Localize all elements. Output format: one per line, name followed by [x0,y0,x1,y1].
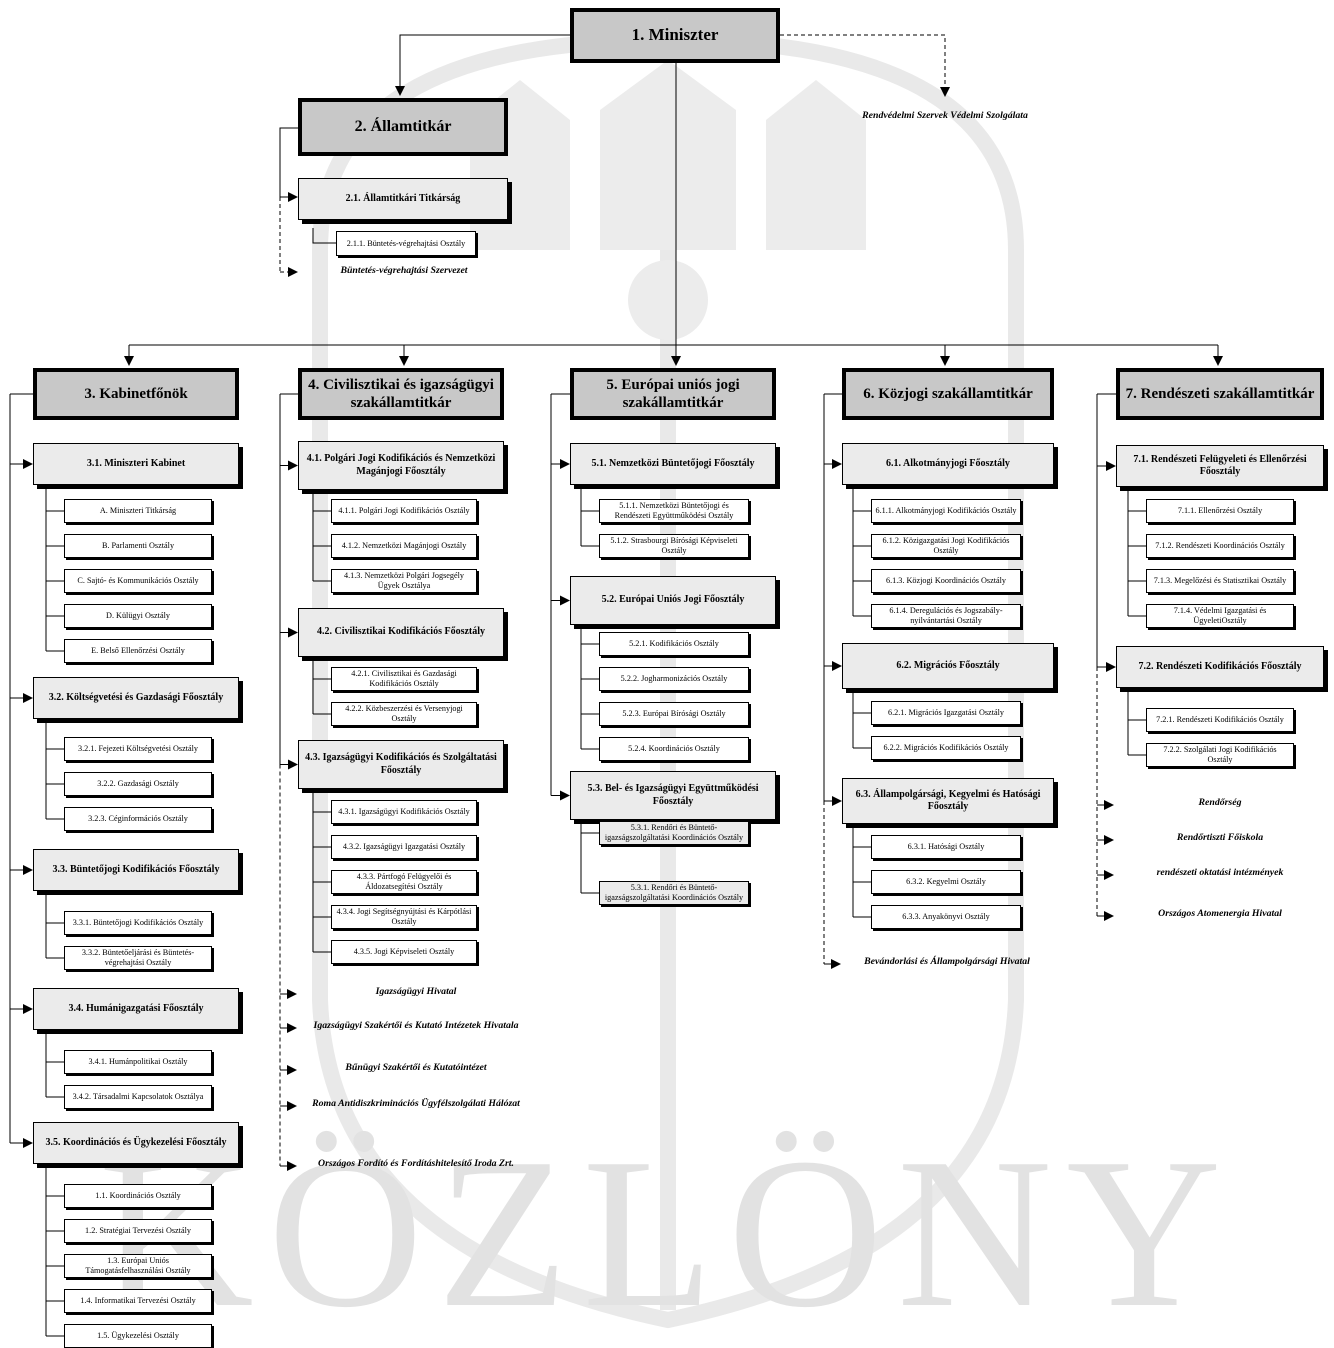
unit-box: 1.5. Ügykezelési Osztály [64,1324,212,1348]
unit-box: 1.2. Stratégiai Tervezési Osztály [64,1219,212,1243]
unit-box: 5.2.3. Európai Bírósági Osztály [599,702,749,726]
department-box: 4.1. Polgári Jogi Kodifikációs és Nemzet… [298,441,504,490]
department-box: 6.3. Állampolgársági, Kegyelmi és Hatósá… [842,778,1054,824]
unit-box: 5.2.1. Kodifikációs Osztály [599,632,749,656]
external-organisation-label: rendészeti oktatási intézmények [1156,867,1284,878]
secretariat-box: 2.1. Államtitkári Titkárság [298,178,508,220]
watermark-text: KÖZLÖNY [99,1113,1236,1345]
unit-box: 7.1.2. Rendészeti Koordinációs Osztály [1146,534,1294,558]
external-organisation-label: Országos Atomenergia Hivatal [1158,908,1282,919]
unit-box: 3.2.1. Fejezeti Költségvetési Osztály [64,737,212,761]
external-organisation-label: Igazságügyi Hivatal [375,986,457,997]
department-box: 5.3. Bel- és Igazságügyi Együttműködési … [570,771,776,820]
unit-box: C. Sajtó- és Kommunikációs Osztály [64,569,212,593]
secretariat-unit-box: 2.1.1. Büntetés-végrehajtási Osztály [336,231,476,256]
department-box: 3.3. Büntetőjogi Kodifikációs Főosztály [33,849,239,891]
external-organisation-label: Igazságügyi Szakértői és Kutató Intézete… [313,1020,519,1031]
minister-box: 1. Miniszter [570,8,780,63]
unit-box: 4.3.3. Pártfogó Felügyelői és Áldozatseg… [331,870,477,894]
unit-box: 4.3.5. Jogi Képviseleti Osztály [331,940,477,964]
column-head-7: 7. Rendészeti szakállamtitkár [1116,368,1324,420]
unit-box: 3.2.2. Gazdasági Osztály [64,772,212,796]
department-box: 5.1. Nemzetközi Büntetőjogi Főosztály [570,443,776,485]
department-box: 7.2. Rendészeti Kodifikációs Főosztály [1116,646,1324,688]
unit-box: 4.2.2. Közbeszerzési és Versenyjogi Oszt… [331,702,477,726]
unit-box: 1.1. Koordinációs Osztály [64,1184,212,1208]
department-box: 3.4. Humánigazgatási Főosztály [33,988,239,1030]
department-box: 4.3. Igazságügyi Kodifikációs és Szolgál… [298,740,504,789]
state-secretary-box: 2. Államtitkár [298,98,508,156]
department-box: 3.5. Koordinációs és Ügykezelési Főosztá… [33,1122,239,1164]
protection-service-label: Rendvédelmi Szervek Védelmi Szolgálata [862,110,1028,121]
unit-box: 5.2.4. Koordinációs Osztály [599,737,749,761]
unit-box: A. Miniszteri Titkárság [64,499,212,523]
unit-box: 4.2.1. Civilisztikai és Gazdasági Kodifi… [331,667,477,691]
unit-box: 5.2.2. Jogharmonizációs Osztály [599,667,749,691]
unit-box: 4.1.1. Polgári Jogi Kodifikációs Osztály [331,499,477,523]
unit-box: 4.3.1. Igazságügyi Kodifikációs Osztály [331,800,477,824]
unit-box: 6.3.2. Kegyelmi Osztály [871,870,1021,894]
unit-box: 1.3. Európai Uniós Támogatásfelhasználás… [64,1254,212,1278]
column-head-5: 5. Európai uniós jogi szakállamtitkár [570,368,776,420]
unit-box: 6.1.1. Alkotmányjogi Kodifikációs Osztál… [871,499,1021,523]
column-head-6: 6. Közjogi szakállamtitkár [842,368,1054,420]
unit-box: 3.3.1. Büntetőjogi Kodifikációs Osztály [64,911,212,935]
unit-box: 5.3.1. Rendőri és Büntető-igazságszolgál… [599,881,749,905]
unit-box: 6.3.1. Hatósági Osztály [871,835,1021,859]
column-head-3: 3. Kabinetfőnök [33,368,239,420]
unit-box: 4.1.2. Nemzetközi Magánjogi Osztály [331,534,477,558]
unit-box: 6.2.1. Migrációs Igazgatási Osztály [871,701,1021,725]
unit-box: 6.1.2. Közigazgatási Jogi Kodifikációs O… [871,534,1021,558]
external-organisation-label: Országos Fordító és Fordításhitelesítő I… [318,1158,514,1169]
unit-box: 6.1.4. Deregulációs és Jogszabály-nyilvá… [871,604,1021,628]
unit-box: 4.1.3. Nemzetközi Polgári Jogsegély Ügye… [331,569,477,593]
external-organisation-label: Roma Antidiszkriminációs Ügyfélszolgálat… [312,1098,520,1109]
unit-box: 4.3.4. Jogi Segítségnyújtási és Kárpótlá… [331,905,477,929]
department-box: 4.2. Civilisztikai Kodifikációs Főosztál… [298,608,504,657]
unit-box: E. Belső Ellenőrzési Osztály [64,639,212,663]
column-head-4: 4. Civilisztikai és igazságügyi szakálla… [298,368,504,420]
external-organisation-label: Rendőrség [1198,797,1242,808]
unit-box: 7.1.1. Ellenőrzési Osztály [1146,499,1294,523]
unit-box: 3.4.2. Társadalmi Kapcsolatok Osztálya [64,1085,212,1109]
external-organisation-label: Bűnügyi Szakértői és Kutatóintézet [345,1062,487,1073]
unit-box: 6.1.3. Közjogi Koordinációs Osztály [871,569,1021,593]
external-organisation-label: Bevándorlási és Állampolgársági Hivatal [864,956,1030,967]
unit-box: 3.4.1. Humánpolitikai Osztály [64,1050,212,1074]
unit-box: 7.2.1. Rendészeti Kodifikációs Osztály [1146,708,1294,732]
unit-box: 7.1.4. Védelmi Igazgatási és ÜgyeletiOsz… [1146,604,1294,628]
unit-box: 6.3.3. Anyakönyvi Osztály [871,905,1021,929]
unit-box: 5.1.2. Strasbourgi Bírósági Képviseleti … [599,534,749,558]
unit-box: B. Parlamenti Osztály [64,534,212,558]
unit-box: 1.4. Informatikai Tervezési Osztály [64,1289,212,1313]
department-box: 5.2. Európai Uniós Jogi Főosztály [570,576,776,625]
external-organisation-label: Rendőrtiszti Főiskola [1176,832,1264,843]
department-box: 6.2. Migrációs Főosztály [842,643,1054,689]
unit-box: 5.3.1. Rendőri és Büntető-igazságszolgál… [599,821,749,845]
department-box: 6.1. Alkotmányjogi Főosztály [842,443,1054,485]
unit-box: 6.2.2. Migrációs Kodifikációs Osztály [871,736,1021,760]
prison-organisation-label: Büntetés-végrehajtási Szervezet [340,265,468,276]
unit-box: 7.2.2. Szolgálati Jogi Kodifikációs Oszt… [1146,743,1294,767]
department-box: 3.2. Költségvetési és Gazdasági Főosztál… [33,677,239,719]
unit-box: D. Külügyi Osztály [64,604,212,628]
unit-box: 4.3.2. Igazságügyi Igazgatási Osztály [331,835,477,859]
department-box: 7.1. Rendészeti Felügyeleti és Ellenőrzé… [1116,445,1324,487]
unit-box: 7.1.3. Megelőzési és Statisztikai Osztál… [1146,569,1294,593]
department-box: 3.1. Miniszteri Kabinet [33,443,239,485]
unit-box: 3.2.3. Céginformációs Osztály [64,807,212,831]
unit-box: 5.1.1. Nemzetközi Büntetőjogi és Rendész… [599,499,749,523]
unit-box: 3.3.2. Büntetőeljárási és Büntetés-végre… [64,946,212,970]
